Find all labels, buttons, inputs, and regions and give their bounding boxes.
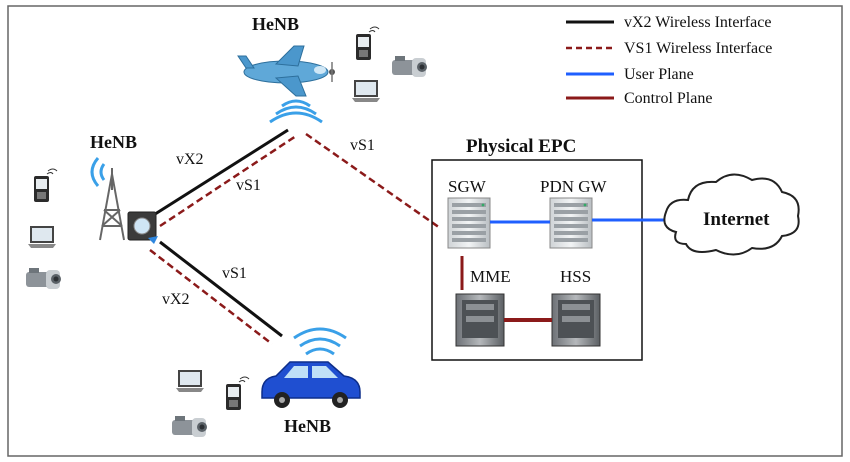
mobile-phone-icon-top: [355, 26, 380, 61]
legend: vX2 Wireless Interface VS1 Wireless Inte…: [566, 14, 772, 107]
vs1-link-lower: [159, 240, 283, 338]
epc-title: Physical EPC: [466, 136, 576, 157]
sgw-label: SGW: [448, 177, 487, 196]
mobile-phone-icon-bottom: [225, 376, 250, 411]
pdn-gw-label: PDN GW: [540, 177, 608, 196]
cloud-icon: [663, 173, 800, 256]
henb-top-label: HeNB: [252, 14, 299, 34]
disc-icon: [133, 217, 151, 235]
legend-label-control-plane: Control Plane: [624, 90, 712, 107]
internet-label: Internet: [703, 209, 770, 230]
video-camera-icon-top: [392, 56, 427, 77]
vs1-link-upper: [159, 134, 297, 228]
legend-label-vs1: VS1 Wireless Interface: [624, 40, 772, 57]
vs1-label-upper: vS1: [236, 177, 261, 194]
laptop-icon-top: [352, 80, 380, 102]
car-icon: [261, 361, 361, 408]
mme-label: MME: [470, 267, 511, 286]
vs1-label-top-epc: vS1: [350, 137, 375, 154]
pdn-gw-server-icon: [549, 197, 593, 249]
vx2-label-upper: vX2: [176, 151, 204, 168]
airplane-icon: [237, 45, 335, 97]
legend-label-vx2: vX2 Wireless Interface: [624, 14, 771, 31]
vx2-label-lower: vX2: [162, 291, 190, 308]
mobile-phone-icon-left: [33, 168, 58, 203]
vs1-link-top-epc: [305, 132, 441, 230]
vx2-link-upper: [151, 128, 289, 218]
wireless-signal-icon-left: [90, 157, 106, 187]
henb-left-label: HeNB: [90, 132, 137, 152]
arrow-icon: [148, 236, 158, 244]
hss-label: HSS: [560, 267, 591, 286]
henb-bottom-label: HeNB: [284, 416, 331, 436]
hss-server-icon: [551, 293, 601, 347]
sgw-server-icon: [447, 197, 491, 249]
video-camera-icon-left: [26, 268, 61, 289]
cell-tower-icon: [99, 168, 125, 241]
vs1-label-lower: vS1: [222, 265, 247, 282]
wireless-signal-icon-bottom: [293, 327, 347, 356]
diagram-border: [7, 5, 843, 457]
vx2-link-lower: [149, 249, 273, 345]
mme-server-icon: [455, 293, 505, 347]
legend-label-user-plane: User Plane: [624, 66, 694, 83]
laptop-icon-left: [28, 226, 56, 248]
wireless-signal-icon-top: [269, 99, 323, 124]
laptop-icon-bottom: [176, 370, 204, 392]
video-camera-icon-bottom: [172, 416, 207, 437]
epc-box: [431, 159, 643, 361]
